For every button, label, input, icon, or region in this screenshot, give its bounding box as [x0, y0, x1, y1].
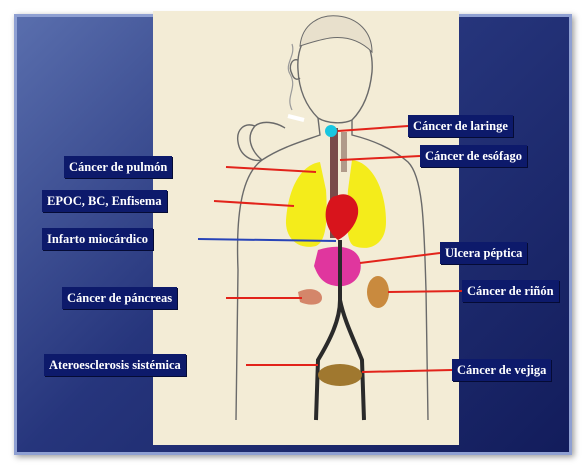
label-ateroesclerosis: Ateroesclerosis sistémica	[44, 354, 186, 376]
left-lung	[286, 162, 327, 247]
label-cancer-laringe: Cáncer de laringe	[408, 115, 513, 137]
label-cancer-pancreas: Cáncer de páncreas	[62, 287, 177, 309]
pointer-pulmon	[226, 167, 316, 172]
smoke	[288, 44, 293, 110]
label-infarto-miocardico: Infarto miocárdico	[42, 228, 153, 250]
trachea	[341, 132, 347, 172]
pointer-vejiga	[362, 370, 452, 372]
bladder	[318, 364, 362, 386]
pointer-esofago	[340, 156, 420, 160]
pointer-epoc	[214, 201, 294, 206]
label-cancer-rinon: Cáncer de riñón	[462, 280, 559, 302]
pointer-rinon	[388, 291, 462, 292]
label-cancer-esofago: Cáncer de esófago	[420, 145, 527, 167]
pancreas	[298, 289, 322, 305]
hair	[300, 16, 372, 52]
cigarette	[288, 116, 304, 120]
label-ulcera-peptica: Ulcera péptica	[440, 242, 527, 264]
pointer-ulcera	[360, 253, 440, 263]
larynx	[325, 125, 337, 137]
label-cancer-pulmon: Cáncer de pulmón	[64, 156, 172, 178]
label-epoc: EPOC, BC, Enfisema	[42, 190, 167, 212]
stomach	[314, 247, 361, 286]
pointer-laringe	[338, 126, 408, 131]
label-cancer-vejiga: Cáncer de vejiga	[452, 359, 551, 381]
kidney	[367, 276, 389, 308]
